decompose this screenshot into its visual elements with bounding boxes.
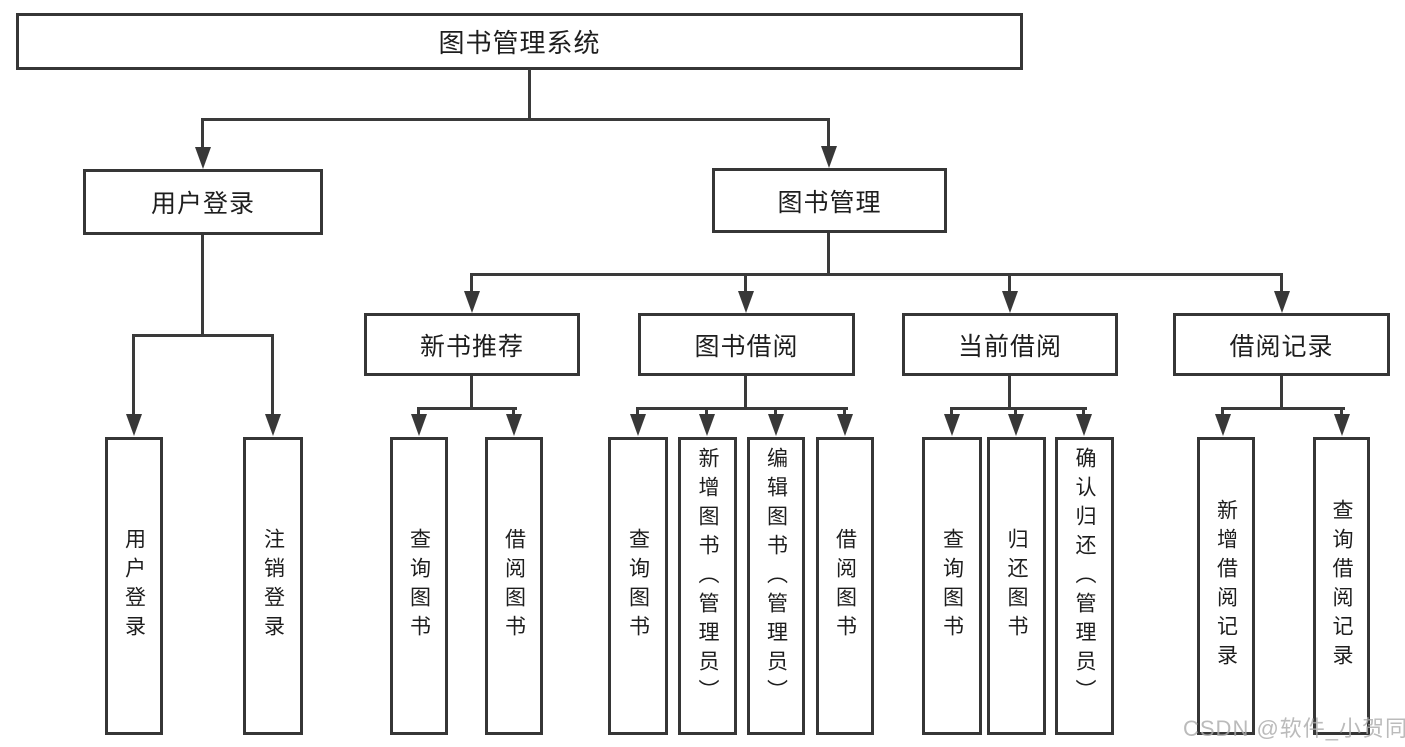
- connector-stub: [843, 407, 846, 417]
- leaf-confirm-return-admin: 确认归还（管理员）: [1055, 437, 1114, 735]
- connector-vline: [1008, 376, 1011, 410]
- arrow-down: [1215, 414, 1231, 436]
- arrow-down: [411, 414, 427, 436]
- arrow-down: [1334, 414, 1350, 436]
- connector-stub: [1014, 407, 1017, 417]
- node-label: 图书借阅: [694, 332, 799, 361]
- arrow-down: [195, 147, 211, 169]
- arrow-down: [265, 414, 281, 436]
- leaf-label: 借阅图书: [833, 528, 857, 644]
- connector-hline: [1221, 407, 1345, 410]
- leaf-label: 编辑图书（管理员）: [764, 447, 788, 708]
- connector-hline: [417, 407, 517, 410]
- connector-hline: [636, 407, 848, 410]
- leaf-query-books-borrow: 查询图书: [608, 437, 668, 735]
- connector-vline: [827, 233, 830, 276]
- connector-vline: [528, 69, 531, 121]
- leaf-logout: 注销登录: [243, 437, 303, 735]
- connector-stub: [417, 407, 420, 417]
- connector-vline: [470, 376, 473, 410]
- connector-stub: [271, 334, 274, 414]
- leaf-add-borrow-record: 新增借阅记录: [1197, 437, 1255, 735]
- arrow-down: [464, 291, 480, 313]
- arrow-down: [1008, 414, 1024, 436]
- arrow-down: [630, 414, 646, 436]
- leaf-label: 确认归还（管理员）: [1073, 447, 1096, 708]
- connector-hline: [950, 407, 1087, 410]
- connector-stub: [744, 273, 747, 293]
- leaf-borrow-books-recommend: 借阅图书: [485, 437, 543, 735]
- connector-vline: [1280, 376, 1283, 410]
- arrow-down: [738, 291, 754, 313]
- arrow-down: [821, 146, 837, 168]
- arrow-down: [126, 414, 142, 436]
- leaf-label: 查询图书: [940, 528, 964, 644]
- connector-stub: [774, 407, 777, 417]
- node-label: 借阅记录: [1229, 332, 1334, 361]
- node-label: 当前借阅: [957, 332, 1062, 361]
- connector-stub: [950, 407, 953, 417]
- leaf-edit-books-admin: 编辑图书（管理员）: [747, 437, 805, 735]
- watermark: CSDN @软件_小贺同学: [1183, 716, 1405, 741]
- node-label: 图书管理: [777, 188, 882, 217]
- connector-stub: [827, 118, 830, 148]
- node-new-book-recommend: 新书推荐: [364, 313, 580, 376]
- leaf-add-books-admin: 新增图书（管理员）: [678, 437, 737, 735]
- node-current-borrowing: 当前借阅: [902, 313, 1118, 376]
- leaf-label: 查询借阅记录: [1330, 499, 1353, 673]
- arrow-down: [506, 414, 522, 436]
- connector-stub: [132, 334, 135, 414]
- leaf-label: 归还图书: [1005, 528, 1028, 644]
- connector-vline: [201, 235, 204, 336]
- node-label: 用户登录: [150, 190, 255, 218]
- leaf-label: 新增借阅记录: [1214, 499, 1238, 673]
- connector-hline: [201, 118, 830, 121]
- node-library-management-system: 图书管理系统: [16, 13, 1023, 70]
- node-user-login: 用户登录: [83, 169, 323, 235]
- connector-stub: [1221, 407, 1224, 417]
- arrow-down: [944, 414, 960, 436]
- leaf-user-login: 用户登录: [105, 437, 163, 735]
- node-book-borrowing: 图书借阅: [638, 313, 855, 376]
- connector-stub: [705, 407, 708, 417]
- node-label: 图书管理系统: [438, 28, 601, 58]
- arrow-down: [768, 414, 784, 436]
- leaf-label: 查询图书: [407, 528, 431, 644]
- connector-stub: [201, 118, 204, 148]
- node-book-management: 图书管理: [712, 168, 947, 233]
- connector-stub: [1082, 407, 1085, 417]
- arrow-down: [837, 414, 853, 436]
- leaf-borrow-books: 借阅图书: [816, 437, 874, 735]
- connector-vline: [744, 376, 747, 410]
- leaf-label: 借阅图书: [502, 528, 526, 644]
- connector-hline: [132, 334, 274, 337]
- leaf-query-books-current: 查询图书: [922, 437, 982, 735]
- leaf-return-books: 归还图书: [987, 437, 1046, 735]
- connector-stub: [1008, 273, 1011, 293]
- leaf-query-books-recommend: 查询图书: [390, 437, 448, 735]
- arrow-down: [699, 414, 715, 436]
- leaf-label: 用户登录: [122, 528, 146, 644]
- arrow-down: [1274, 291, 1290, 313]
- connector-hline: [470, 273, 1283, 276]
- leaf-label: 查询图书: [626, 528, 650, 644]
- connector-stub: [1280, 273, 1283, 293]
- connector-stub: [470, 273, 473, 293]
- arrow-down: [1076, 414, 1092, 436]
- node-borrowing-records: 借阅记录: [1173, 313, 1390, 376]
- arrow-down: [1002, 291, 1018, 313]
- connector-stub: [636, 407, 639, 417]
- leaf-label: 注销登录: [261, 528, 285, 644]
- connector-stub: [512, 407, 515, 417]
- connector-stub: [1340, 407, 1343, 417]
- node-label: 新书推荐: [419, 332, 524, 361]
- leaf-label: 新增图书（管理员）: [696, 447, 719, 708]
- leaf-query-borrow-record: 查询借阅记录: [1313, 437, 1370, 735]
